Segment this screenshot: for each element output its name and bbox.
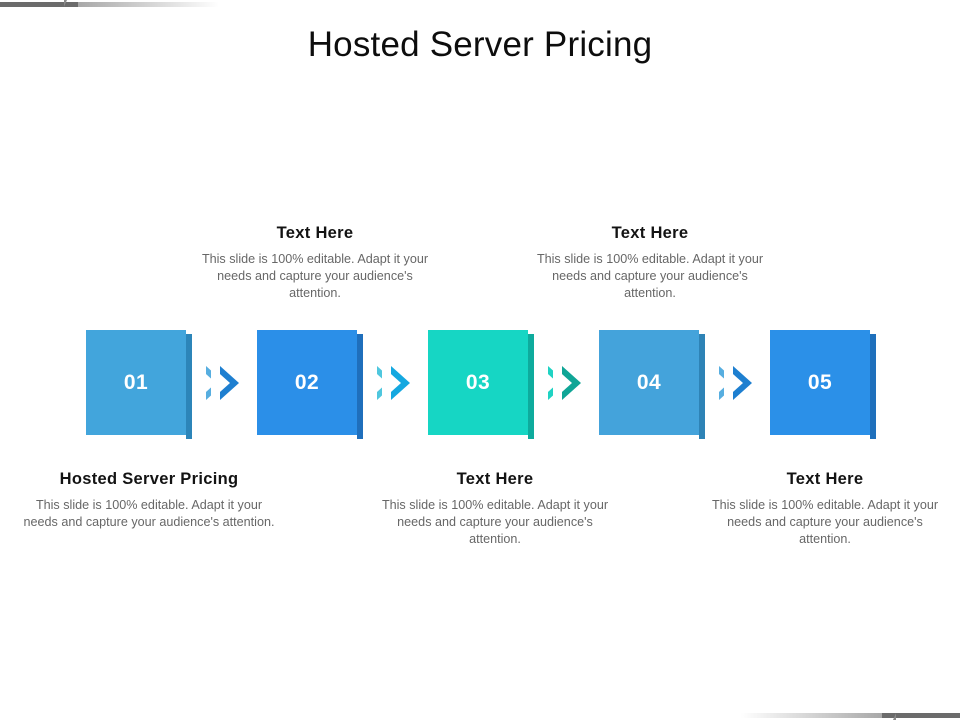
process-arrow-1-icon	[197, 366, 246, 400]
text-block-heading: Hosted Server Pricing	[59, 470, 239, 488]
process-arrow-3-icon	[539, 366, 588, 400]
process-step-05[interactable]: 05	[770, 330, 876, 439]
text-block-heading: Text Here	[276, 224, 354, 242]
chevron-front-cut	[724, 366, 743, 400]
step-face	[428, 330, 528, 435]
process-step-02[interactable]: 02	[257, 330, 363, 439]
chevron-front-cut	[553, 366, 572, 400]
step-shadow	[528, 334, 534, 439]
step-face	[770, 330, 870, 435]
step-number: 01	[123, 370, 149, 394]
step-shadow	[870, 334, 876, 439]
text-block-body: This slide is 100% editable. Adapt it yo…	[23, 498, 275, 529]
text-block-body: This slide is 100% editable. Adapt it yo…	[711, 498, 939, 546]
text-block-heading: Text Here	[786, 470, 864, 488]
frame-mark-bottom-right	[882, 713, 960, 718]
text-block-body: This slide is 100% editable. Adapt it yo…	[536, 252, 764, 300]
text-block-bottom-2: Text Here This slide is 100% editable. A…	[370, 470, 620, 548]
frame-mark-bottom-fade	[0, 713, 882, 718]
frame-notch-top-left	[64, 0, 86, 14]
process-arrow-2-icon	[368, 366, 417, 400]
step-number: 04	[636, 370, 662, 394]
process-step-01[interactable]: 01	[86, 330, 192, 439]
step-shadow	[699, 334, 705, 439]
step-face	[257, 330, 357, 435]
step-face	[599, 330, 699, 435]
process-step-03[interactable]: 03	[428, 330, 534, 439]
frame-mark-top-left	[0, 2, 78, 7]
chevron-front-cut	[382, 366, 401, 400]
text-block-top-2: Text Here This slide is 100% editable. A…	[525, 224, 775, 302]
process-step-04[interactable]: 04	[599, 330, 705, 439]
text-block-body: This slide is 100% editable. Adapt it yo…	[381, 498, 609, 546]
process-arrow-4-icon	[710, 366, 759, 400]
text-block-heading: Text Here	[611, 224, 689, 242]
step-number: 03	[465, 370, 491, 394]
frame-mark-top-fade	[78, 2, 960, 7]
step-shadow	[357, 334, 363, 439]
step-shadow	[186, 334, 192, 439]
step-number: 05	[807, 370, 833, 394]
frame-notch-bottom-right	[874, 706, 896, 720]
text-block-heading: Text Here	[456, 470, 534, 488]
text-block-bottom-1: Hosted Server Pricing This slide is 100%…	[22, 470, 276, 531]
step-number: 02	[294, 370, 320, 394]
step-face	[86, 330, 186, 435]
process-flow: 01 02 03	[86, 330, 876, 439]
page-title: Hosted Server Pricing	[307, 25, 653, 64]
chevron-front-cut	[211, 366, 230, 400]
text-block-bottom-3: Text Here This slide is 100% editable. A…	[700, 470, 950, 548]
text-block-top-1: Text Here This slide is 100% editable. A…	[190, 224, 440, 302]
text-block-body: This slide is 100% editable. Adapt it yo…	[201, 252, 429, 300]
